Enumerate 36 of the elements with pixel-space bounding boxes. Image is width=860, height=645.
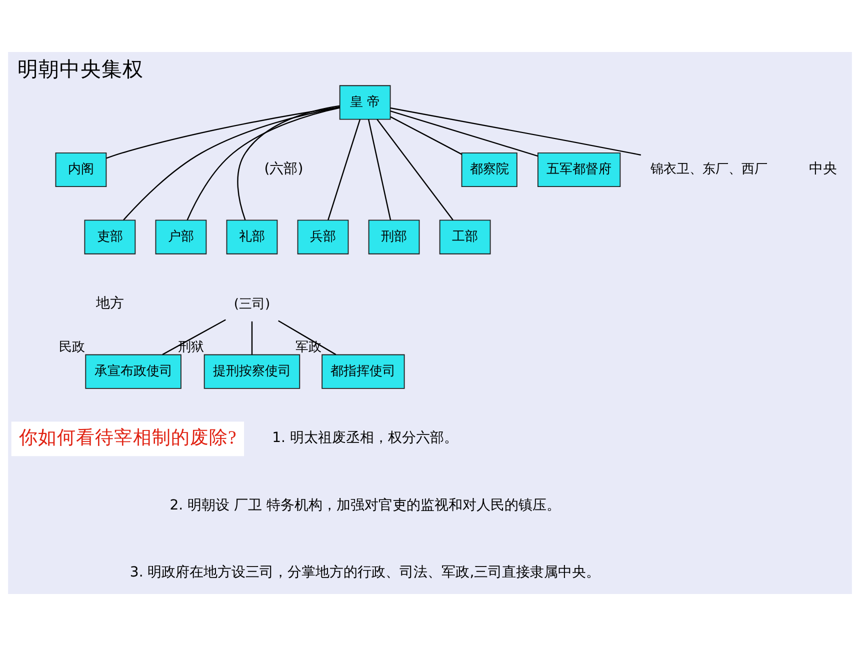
connector xyxy=(237,104,340,220)
connector xyxy=(278,320,336,355)
node-box: 都察院 xyxy=(461,152,518,187)
connector xyxy=(390,110,538,156)
connector xyxy=(162,318,226,355)
node-box: 提刑按察使司 xyxy=(204,354,300,388)
connector xyxy=(328,118,361,220)
node-box: 皇 帝 xyxy=(339,84,391,120)
diagram-title: 明朝中央集权 xyxy=(18,56,144,80)
connector xyxy=(106,106,340,158)
node-box: 都指挥使司 xyxy=(322,354,405,388)
label: (六部) xyxy=(264,160,304,177)
node-box: 五军都督府 xyxy=(537,152,621,187)
node-text: 锦衣卫、东厂、西厂 xyxy=(650,162,768,177)
node-box: 工部 xyxy=(439,219,491,254)
node-box: 礼部 xyxy=(226,219,278,254)
node-box: 户部 xyxy=(155,219,207,254)
node-text: (三司) xyxy=(234,296,270,312)
label: 2. 明朝设 厂卫 特务机构，加强对官吏的监视和对人民的镇压。 xyxy=(170,496,560,513)
connector xyxy=(390,106,641,156)
node-box: 吏部 xyxy=(84,219,136,254)
connector xyxy=(368,118,392,220)
connector xyxy=(123,106,340,220)
node-label: 民政 xyxy=(59,340,86,355)
node-box: 刑部 xyxy=(368,219,420,254)
node-box: 兵部 xyxy=(297,219,349,254)
label: 中央 xyxy=(808,160,837,177)
label: 地方 xyxy=(96,295,124,312)
connector xyxy=(251,320,253,354)
connector xyxy=(390,116,462,154)
connector xyxy=(186,106,340,220)
connector xyxy=(376,118,454,220)
node-box: 内阁 xyxy=(55,152,107,187)
label: 1. 明太祖废丞相，权分六部。 xyxy=(272,430,458,446)
label: 3. 明政府在地方设三司，分掌地方的行政、司法、军政,三司直接隶属中央。 xyxy=(130,564,600,580)
node-box: 承宣布政使司 xyxy=(85,354,182,388)
